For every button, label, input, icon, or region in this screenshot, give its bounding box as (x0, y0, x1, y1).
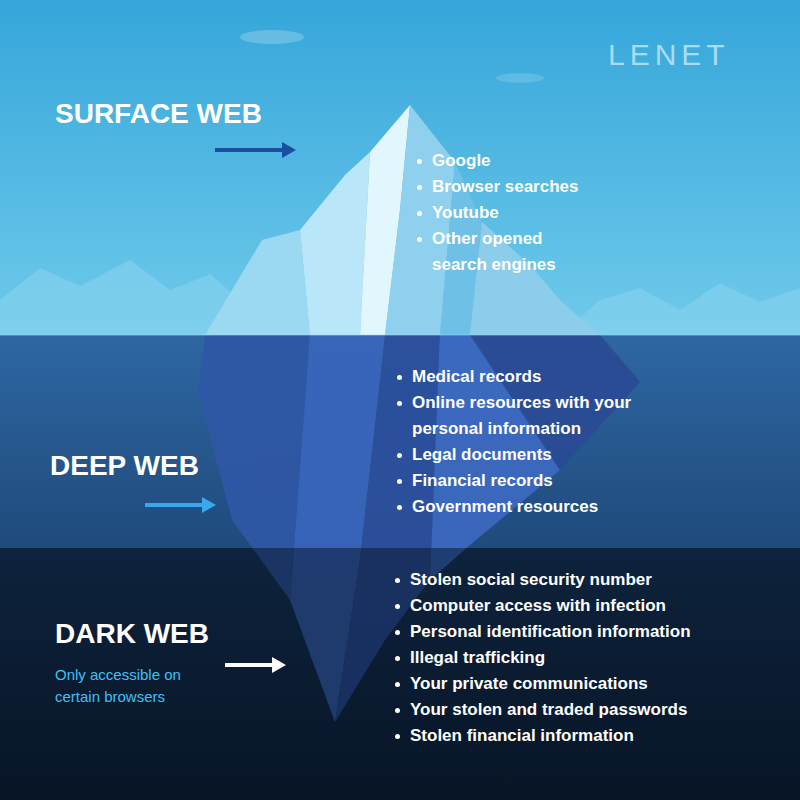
list-item: Government resources (412, 494, 598, 520)
sky-ground (0, 0, 800, 335)
arrow-shaft (145, 503, 204, 507)
depth-shade (0, 548, 800, 800)
bullet-dot (397, 401, 402, 406)
list-item: Your stolen and traded passwords (410, 697, 687, 723)
arrow-head (272, 657, 286, 673)
list-item: Other opened search engines (432, 226, 582, 278)
list-item: Stolen social security number (410, 567, 652, 593)
list-item: Computer access with infection (410, 593, 666, 619)
bullet-dot (397, 375, 402, 380)
bullet-dot (397, 505, 402, 510)
distant-mountains (560, 283, 800, 335)
bullet-dot (397, 453, 402, 458)
bullet-dot (397, 479, 402, 484)
bullet-dot (395, 578, 400, 583)
list-item: Illegal trafficking (410, 645, 545, 671)
bullet-dot (417, 237, 422, 242)
list-item: Browser searches (432, 174, 578, 200)
bullet-dot (395, 656, 400, 661)
list-item: Financial records (412, 468, 553, 494)
pointer-arrow (225, 657, 286, 673)
waterline (0, 335, 800, 336)
ice-facet (205, 230, 310, 335)
bullet-dot (395, 682, 400, 687)
list-item: Personal identification information (410, 619, 691, 645)
arrow-head (202, 497, 216, 513)
brand-watermark: LENET (608, 40, 730, 70)
layer-title: DARK WEB (55, 619, 209, 650)
bullet-dot (417, 211, 422, 216)
layer-title: DEEP WEB (50, 451, 199, 482)
list-item: Medical records (412, 364, 541, 390)
bullet-dot (395, 708, 400, 713)
bullet-dot (417, 159, 422, 164)
layer-band: DARK WEB Only accessible on certain brows… (0, 548, 800, 800)
list-item: Legal documents (412, 442, 552, 468)
list-item: Google (432, 148, 491, 174)
pointer-arrow (145, 497, 216, 513)
layer-title: SURFACE WEB (55, 99, 262, 130)
list-item: Youtube (432, 200, 499, 226)
list-item: Your private communications (410, 671, 648, 697)
list-item: Online resources with your personal info… (412, 390, 652, 442)
layer-band: DEEP WEB Medical recordsOnline resources … (0, 335, 800, 548)
iceberg-tip (205, 105, 600, 335)
layer-note: Only accessible on certain browsers (55, 664, 195, 708)
bullet-dot (395, 630, 400, 635)
pointer-arrow (215, 142, 296, 158)
ice-facet (300, 152, 370, 335)
arrow-shaft (225, 663, 274, 667)
arrow-shaft (215, 148, 284, 152)
cloud (240, 30, 304, 44)
list-item: Stolen financial information (410, 723, 634, 749)
bullet-dot (395, 734, 400, 739)
bullet-dot (395, 604, 400, 609)
cloud (496, 73, 544, 83)
bullet-dot (417, 185, 422, 190)
dark-water (0, 548, 800, 800)
arrow-head (282, 142, 296, 158)
